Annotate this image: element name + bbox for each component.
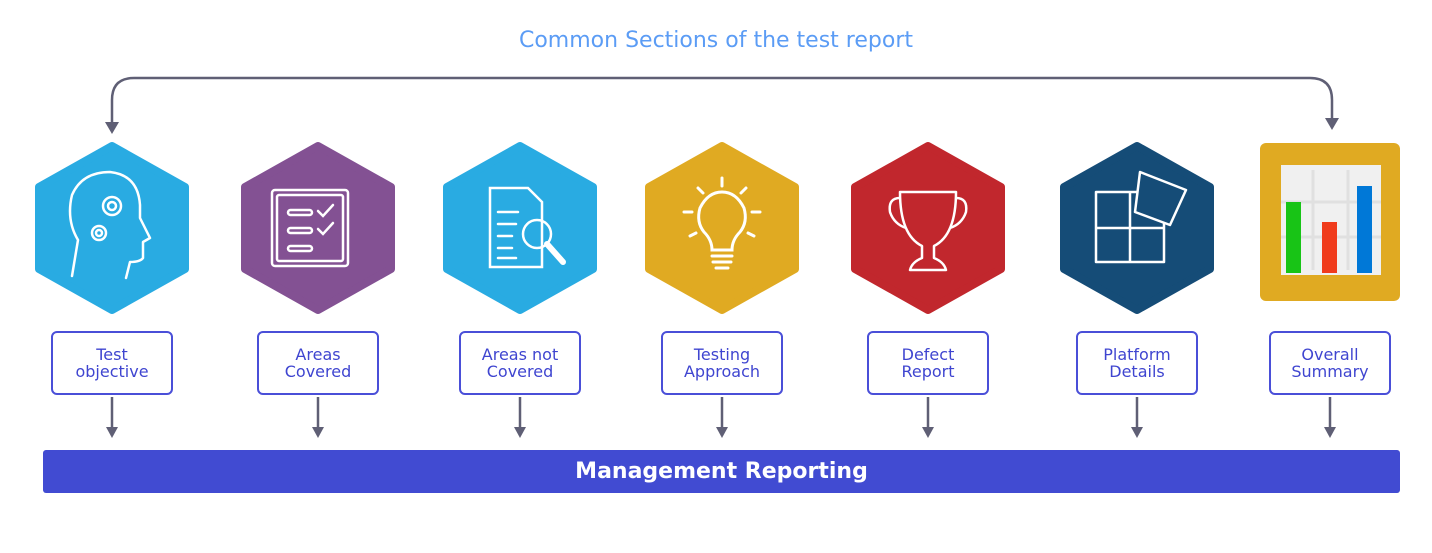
arrow-head [514,427,526,438]
diagram-title: Common Sections of the test report [518,28,913,53]
lightbulb-icon [682,176,762,270]
arrow-head [312,427,324,438]
top-bracket-arrow [110,76,1334,128]
puzzle-icon [1094,170,1188,264]
arrow-head [106,427,118,438]
document-search-icon [488,186,566,269]
bar-chart-icon [1281,165,1381,275]
management-reporting-bar: Management Reporting [43,450,1400,493]
checklist-icon [270,188,350,268]
head-gears-icon [68,170,152,280]
arrow-head [716,427,728,438]
section-shape-4 [645,142,799,314]
arrow-head [1324,427,1336,438]
section-shape-1 [35,142,189,314]
trophy-icon [888,190,968,272]
section-shape-5 [851,142,1005,314]
section-shape-3 [443,142,597,314]
arrow-head [1131,427,1143,438]
arrow-head [922,427,934,438]
